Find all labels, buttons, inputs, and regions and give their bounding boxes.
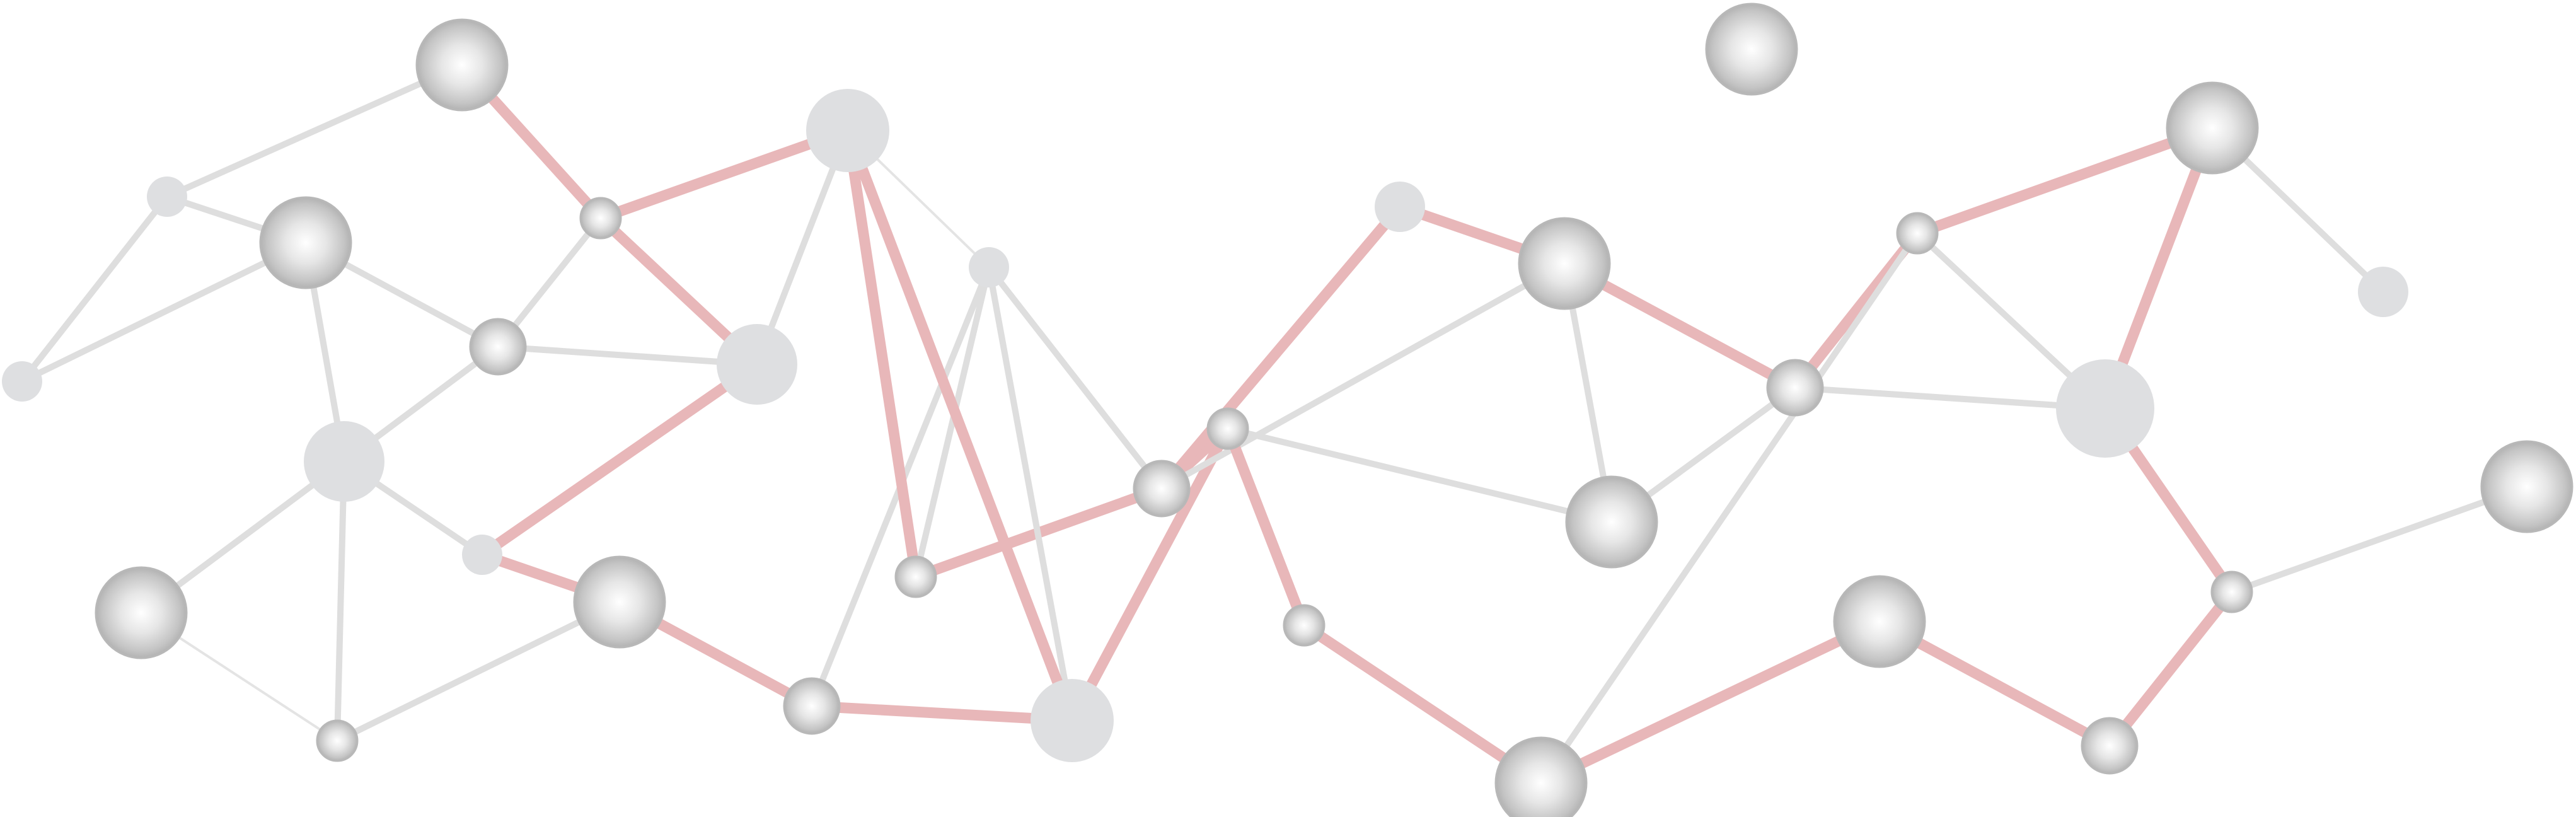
edge-pink-n25-n29 bbox=[1535, 616, 1885, 789]
edge-pink-n32-n30 bbox=[2104, 586, 2238, 751]
edge-gray-n2-n5 bbox=[19, 194, 170, 385]
nodes-layer bbox=[2, 3, 2573, 817]
node-sphere-n29 bbox=[1833, 575, 1926, 668]
node-sphere-n23 bbox=[1766, 359, 1824, 417]
node-flat-n15 bbox=[969, 247, 1009, 287]
node-sphere-n10 bbox=[95, 566, 188, 659]
node-sphere-n22 bbox=[1565, 475, 1658, 569]
edge-gray-n5-n3 bbox=[19, 240, 309, 385]
node-sphere-n31 bbox=[2480, 440, 2573, 533]
edge-gray-n15-n17 bbox=[986, 264, 1165, 492]
node-sphere-n34 bbox=[1705, 3, 1798, 96]
edge-gray-n23-n28 bbox=[1792, 385, 2108, 412]
node-sphere-n26 bbox=[1896, 212, 1939, 255]
edge-pink-n13-n18 bbox=[806, 700, 1078, 726]
edge-gray-n11-n12 bbox=[334, 599, 623, 744]
edge-pink-n4-n14 bbox=[595, 125, 853, 224]
edge-gray-n8-n14 bbox=[754, 127, 851, 368]
node-sphere-n4 bbox=[579, 197, 622, 240]
node-flat-n7 bbox=[304, 421, 384, 502]
edge-gray-n1-n2 bbox=[164, 62, 465, 200]
edge-pink-n18-n14 bbox=[842, 125, 1078, 726]
edge-gray-n17-n21 bbox=[1158, 260, 1568, 492]
node-sphere-n32 bbox=[2081, 717, 2139, 775]
node-sphere-n12 bbox=[573, 555, 666, 649]
node-sphere-n13 bbox=[783, 677, 841, 735]
node-flat-n14 bbox=[806, 89, 889, 172]
node-flat-n5 bbox=[2, 361, 42, 402]
node-flat-n2 bbox=[147, 177, 187, 217]
edge-gray-n30-n31 bbox=[2229, 484, 2530, 595]
node-sphere-n6 bbox=[469, 318, 527, 376]
node-sphere-n17 bbox=[1133, 460, 1191, 518]
node-sphere-n16 bbox=[894, 555, 937, 598]
edge-pink-n26-n27 bbox=[1912, 122, 2218, 239]
node-flat-n9 bbox=[462, 535, 502, 575]
edge-gray-n25-n26 bbox=[1538, 230, 1920, 786]
node-sphere-n25 bbox=[1494, 736, 1588, 817]
edge-gray-n16-n15 bbox=[913, 264, 992, 580]
node-flat-n19 bbox=[1375, 182, 1425, 232]
node-sphere-n27 bbox=[2166, 81, 2259, 175]
node-sphere-n1 bbox=[415, 18, 509, 112]
edge-pink-n27-n28 bbox=[2099, 122, 2218, 414]
edge-pink-n8-n9 bbox=[477, 359, 763, 560]
edge-pink-n17-n19 bbox=[1156, 201, 1406, 494]
edge-pink-n20-n24 bbox=[1222, 423, 1310, 631]
node-flat-n18 bbox=[1031, 679, 1114, 762]
node-sphere-n20 bbox=[1206, 407, 1249, 450]
edge-pink-n24-n25 bbox=[1298, 620, 1547, 789]
edge-pink-n18-n20 bbox=[1066, 423, 1233, 726]
node-sphere-n3 bbox=[259, 196, 352, 289]
edge-gray-n20-n22 bbox=[1225, 426, 1615, 525]
edge-gray-n7-n11 bbox=[334, 458, 347, 744]
node-flat-n28 bbox=[2056, 359, 2154, 458]
node-flat-n33 bbox=[2358, 267, 2408, 317]
node-flat-n8 bbox=[717, 324, 797, 405]
edge-gray-n6-n8 bbox=[495, 344, 760, 368]
node-sphere-n11 bbox=[316, 719, 359, 762]
edge-gray-n15-n18 bbox=[986, 264, 1075, 724]
node-sphere-n30 bbox=[2210, 571, 2253, 613]
node-sphere-n24 bbox=[1283, 604, 1326, 647]
edge-pink-n14-n16 bbox=[842, 125, 921, 582]
node-sphere-n21 bbox=[1518, 217, 1611, 310]
